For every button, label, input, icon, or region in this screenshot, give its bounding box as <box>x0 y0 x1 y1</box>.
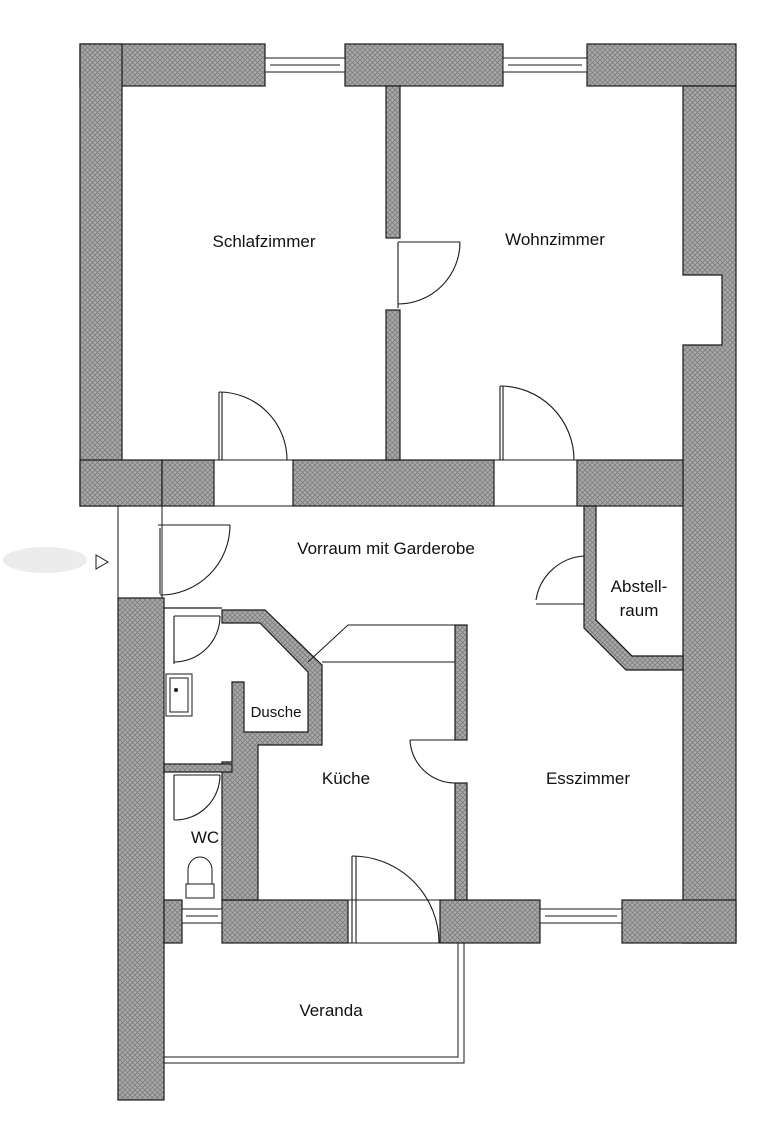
left-wall-upper <box>79 43 123 507</box>
kitchen-counter <box>307 624 455 663</box>
label-schlafzimmer: Schlafzimmer <box>213 232 316 251</box>
entrance-arrow-icon <box>95 554 109 570</box>
bottom-wall-a <box>163 899 183 944</box>
toilet-icon <box>185 856 215 899</box>
bottom-wall-d <box>621 899 737 944</box>
door-entrance <box>158 524 231 596</box>
storage-wall <box>583 505 684 671</box>
label-wohnzimmer: Wohnzimmer <box>505 230 605 249</box>
veranda-outline <box>164 943 465 1064</box>
bottom-wall-b <box>221 899 349 944</box>
top-wall-mid <box>344 43 504 87</box>
smudge <box>3 547 87 573</box>
sink-icon <box>165 673 193 717</box>
mid-wall-a <box>161 459 215 507</box>
door-openings <box>117 237 577 944</box>
shower-wall <box>221 609 323 901</box>
label-abstell-line2: raum <box>620 601 659 620</box>
left-wall-lower <box>117 597 165 1101</box>
door-kueche-ess <box>409 739 456 784</box>
door-bad <box>173 615 221 664</box>
door-wohnzimmer <box>499 385 575 461</box>
doors <box>158 241 585 944</box>
walls <box>79 43 737 1101</box>
door-veranda <box>351 855 440 944</box>
kitchen-partition-bottom <box>454 782 468 901</box>
door-wc <box>173 774 221 821</box>
label-veranda: Veranda <box>299 1001 363 1020</box>
right-wall <box>682 85 737 944</box>
label-esszimmer: Esszimmer <box>546 769 630 788</box>
label-wc: WC <box>191 828 219 847</box>
kitchen-partition-top <box>454 624 468 741</box>
left-wall-jamb <box>79 459 163 507</box>
wc-separator <box>163 763 233 773</box>
room-labels: Schlafzimmer Wohnzimmer Vorraum mit Gard… <box>191 230 668 1020</box>
windows <box>181 57 623 924</box>
mid-wall-c <box>576 459 684 507</box>
label-kueche: Küche <box>322 769 370 788</box>
bottom-wall-c <box>439 899 541 944</box>
label-abstell-line1: Abstell- <box>611 577 668 596</box>
mid-wall-b <box>292 459 495 507</box>
partition-bottom <box>385 309 401 461</box>
door-schlaf-wohn <box>397 241 461 308</box>
top-wall-right <box>586 43 737 87</box>
partition-top <box>385 85 401 239</box>
door-abstellraum <box>535 555 585 608</box>
door-schlafzimmer <box>218 391 288 461</box>
label-vorraum: Vorraum mit Garderobe <box>297 539 475 558</box>
label-dusche: Dusche <box>251 704 302 721</box>
